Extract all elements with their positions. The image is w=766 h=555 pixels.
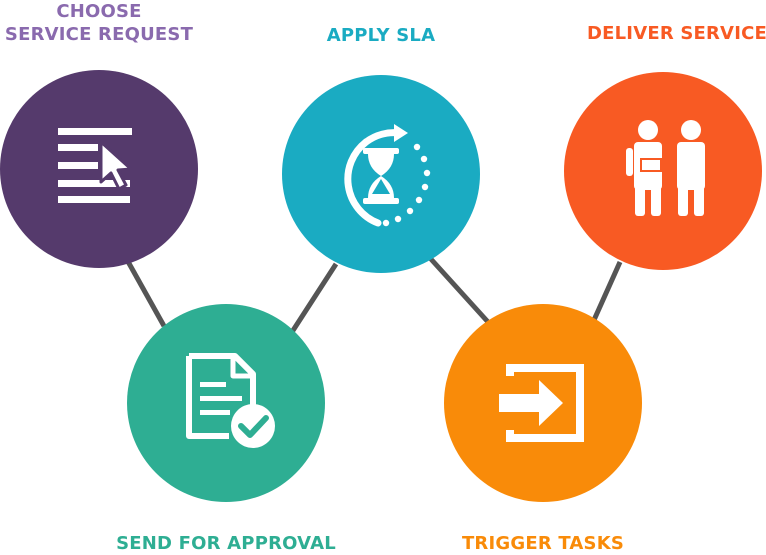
step-label-line: CHOOSE (56, 1, 142, 22)
step-circle-choose-service-request (0, 70, 198, 268)
step-circle-trigger-tasks (444, 304, 642, 502)
connector-4-2 (289, 262, 339, 334)
step-label-line: TRIGGER TASKS (461, 533, 625, 554)
enter-arrow-icon (499, 364, 584, 442)
list-cursor-icon (58, 128, 133, 203)
step-label-line: SERVICE REQUEST (4, 24, 194, 45)
step-label-line: SEND FOR APPROVAL (116, 533, 336, 554)
step-circle-apply-sla (282, 75, 480, 273)
connector-2-5 (428, 256, 490, 324)
step-label-apply-sla: APPLY SLA (282, 24, 480, 47)
step-label-send-for-approval: SEND FOR APPROVAL (110, 532, 342, 555)
connector-1-4 (123, 256, 167, 328)
step-circle-deliver-service (564, 72, 762, 270)
step-circle-send-for-approval (127, 304, 325, 502)
connector-5-3 (591, 260, 623, 322)
step-label-line: APPLY SLA (326, 25, 436, 46)
step-label-line: DELIVER SERVICE (586, 23, 766, 44)
step-label-trigger-tasks: TRIGGER TASKS (444, 532, 642, 555)
hourglass-refresh-icon (344, 124, 431, 227)
people-delivery-icon (626, 120, 705, 216)
document-check-icon (186, 353, 275, 448)
step-label-deliver-service: DELIVER SERVICE (582, 22, 766, 45)
step-label-choose-service-request: CHOOSE SERVICE REQUEST (0, 0, 198, 46)
